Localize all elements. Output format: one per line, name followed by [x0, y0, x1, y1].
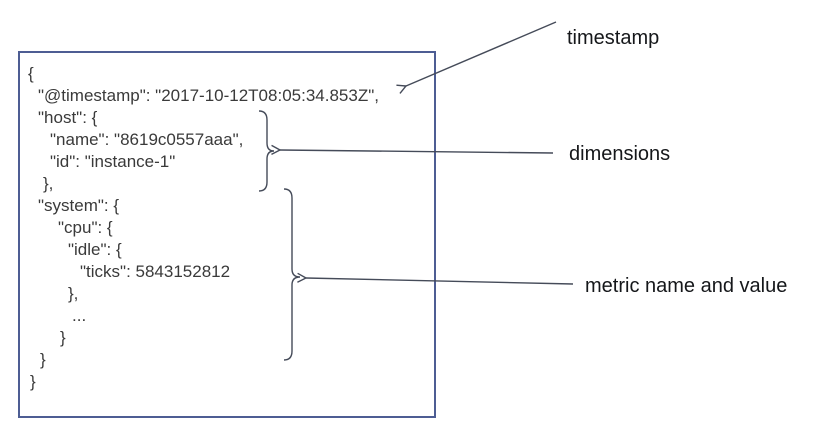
json-code-block: { "@timestamp": "2017-10-12T08:05:34.853…: [20, 53, 434, 393]
json-line-idle-open: "idle": {: [68, 240, 122, 259]
json-line-host-open: "host": {: [38, 108, 98, 127]
json-line-host-name: "name": "8619c0557aaa",: [50, 130, 244, 149]
json-line: {: [28, 64, 34, 83]
json-line-system-open: "system": {: [38, 196, 120, 215]
json-line-ticks: "ticks": 5843152812: [80, 262, 231, 281]
json-line-idle-close: },: [68, 284, 79, 303]
json-line-root-close: }: [30, 372, 36, 391]
json-line-ellipsis: ...: [72, 306, 87, 325]
json-document-box: { "@timestamp": "2017-10-12T08:05:34.853…: [18, 51, 436, 418]
timestamp-label: timestamp: [567, 27, 660, 49]
json-line-cpu-close: }: [60, 328, 66, 347]
dimensions-label: dimensions: [569, 143, 671, 165]
metric-name-and-value-label: metric name and value: [585, 275, 788, 297]
json-line-cpu-open: "cpu": {: [58, 218, 113, 237]
json-line-host-id: "id": "instance-1": [50, 152, 176, 171]
json-line-timestamp: "@timestamp": "2017-10-12T08:05:34.853Z"…: [38, 86, 379, 105]
json-line-host-close: },: [43, 174, 54, 193]
json-line-system-close: }: [40, 350, 46, 369]
